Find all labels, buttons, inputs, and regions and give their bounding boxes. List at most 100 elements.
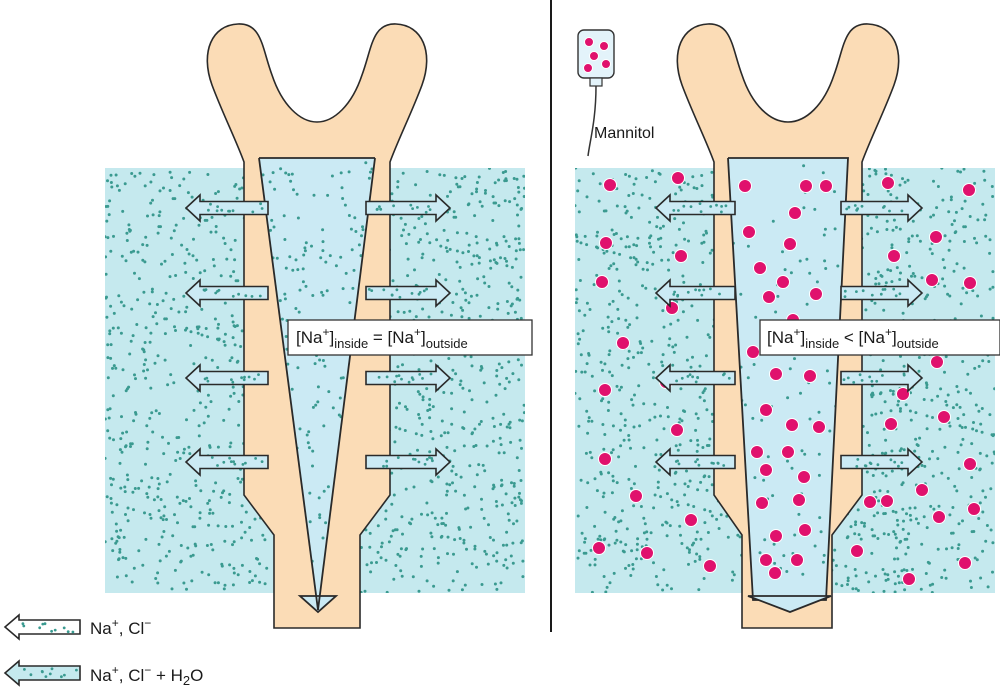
ion-dot	[698, 395, 702, 399]
lumen-edge	[317, 157, 376, 611]
ion-dot	[627, 349, 631, 353]
ion-dot	[280, 317, 284, 321]
ion-dot	[232, 324, 236, 328]
ion-dot	[956, 169, 960, 173]
ion-dot	[174, 329, 177, 332]
ion-dot	[916, 521, 920, 525]
ion-dot	[442, 391, 446, 394]
ion-dot	[746, 244, 750, 248]
ion-dot	[338, 396, 342, 400]
ion-dot	[635, 244, 639, 248]
ion-dot	[251, 210, 255, 214]
mannitol-particle	[759, 403, 773, 417]
ion-dot	[505, 264, 509, 268]
ion-dot	[522, 195, 525, 198]
ion-dot	[455, 292, 458, 296]
ion-dot	[124, 513, 127, 516]
ion-dot	[444, 278, 448, 282]
ion-dot	[303, 249, 307, 253]
mannitol-particle	[776, 275, 790, 289]
ion-dot	[318, 513, 322, 517]
ion-dot	[955, 403, 959, 407]
ion-dot	[395, 406, 399, 410]
ion-dot	[192, 362, 196, 366]
ion-dot	[143, 511, 146, 515]
ion-dot	[575, 168, 578, 170]
ion-dot	[235, 324, 239, 328]
ion-dot	[240, 563, 244, 567]
ion-dot	[508, 426, 512, 430]
ion-dot	[145, 447, 149, 451]
ion-dot	[150, 287, 154, 291]
ion-dot	[718, 292, 721, 296]
ion-dot	[584, 451, 588, 455]
ion-dot	[161, 518, 165, 522]
ion-dot	[200, 307, 204, 311]
ion-dot	[179, 559, 183, 563]
ion-dot	[886, 490, 890, 493]
ion-dot	[179, 544, 183, 547]
ion-dot	[436, 523, 440, 527]
ion-dot	[109, 173, 113, 177]
ion-dot	[487, 306, 491, 310]
ion-dot	[946, 292, 950, 296]
ion-dot	[595, 273, 599, 277]
ion-dot	[468, 464, 472, 468]
ion-dot	[475, 473, 479, 477]
ion-dot	[492, 538, 495, 542]
ion-dot	[695, 449, 699, 453]
ion-dot	[385, 375, 389, 379]
ion-dot	[620, 293, 624, 297]
ion-dot	[458, 265, 462, 269]
ion-dot	[384, 517, 388, 521]
ion-dot	[463, 175, 467, 179]
ion-dot	[202, 421, 206, 425]
ion-dot	[619, 428, 622, 432]
ion-dot	[656, 480, 660, 484]
ion-dot	[893, 582, 897, 586]
ion-dot	[109, 343, 113, 347]
ion-dot	[232, 571, 236, 575]
ion-dot	[513, 310, 517, 314]
ion-dot	[463, 583, 467, 587]
ion-dot	[879, 411, 883, 415]
ion-dot	[636, 537, 640, 541]
ion-dot	[896, 557, 900, 561]
ion-dot	[401, 532, 404, 536]
ion-dot	[964, 425, 967, 429]
ion-dot	[645, 261, 649, 265]
mannitol-particle	[674, 249, 688, 263]
ion-dot	[705, 488, 709, 492]
ion-dot	[856, 458, 860, 461]
ion-dot	[505, 530, 509, 534]
ion-dot	[692, 505, 696, 508]
mannitol-particle	[930, 355, 944, 369]
ion-dot	[624, 245, 628, 249]
ion-dot	[172, 381, 176, 385]
ion-dot	[194, 544, 198, 548]
ion-dot	[940, 471, 944, 475]
ion-dot	[392, 204, 395, 208]
ion-dot	[344, 271, 348, 275]
ion-dot	[924, 295, 928, 299]
ion-dot	[507, 281, 511, 285]
ion-dot	[868, 174, 872, 178]
legend-arrow-na-cl-water-icon	[3, 659, 81, 687]
ion-dot	[478, 314, 482, 318]
ion-dot	[874, 282, 878, 286]
ion-dot	[771, 494, 775, 498]
ion-dot	[522, 411, 525, 415]
ion-dot	[505, 566, 509, 570]
ion-dot	[430, 511, 434, 515]
ion-dot	[584, 551, 588, 555]
ion-dot	[436, 475, 440, 479]
ion-dot	[229, 248, 233, 252]
ion-dot	[913, 449, 917, 453]
ion-dot	[641, 267, 645, 271]
ion-dot	[263, 582, 267, 586]
ion-dot	[214, 291, 218, 295]
ion-dot	[900, 209, 904, 213]
ion-dot	[889, 458, 893, 462]
ion-dot	[176, 521, 179, 525]
ion-dot	[466, 203, 470, 207]
